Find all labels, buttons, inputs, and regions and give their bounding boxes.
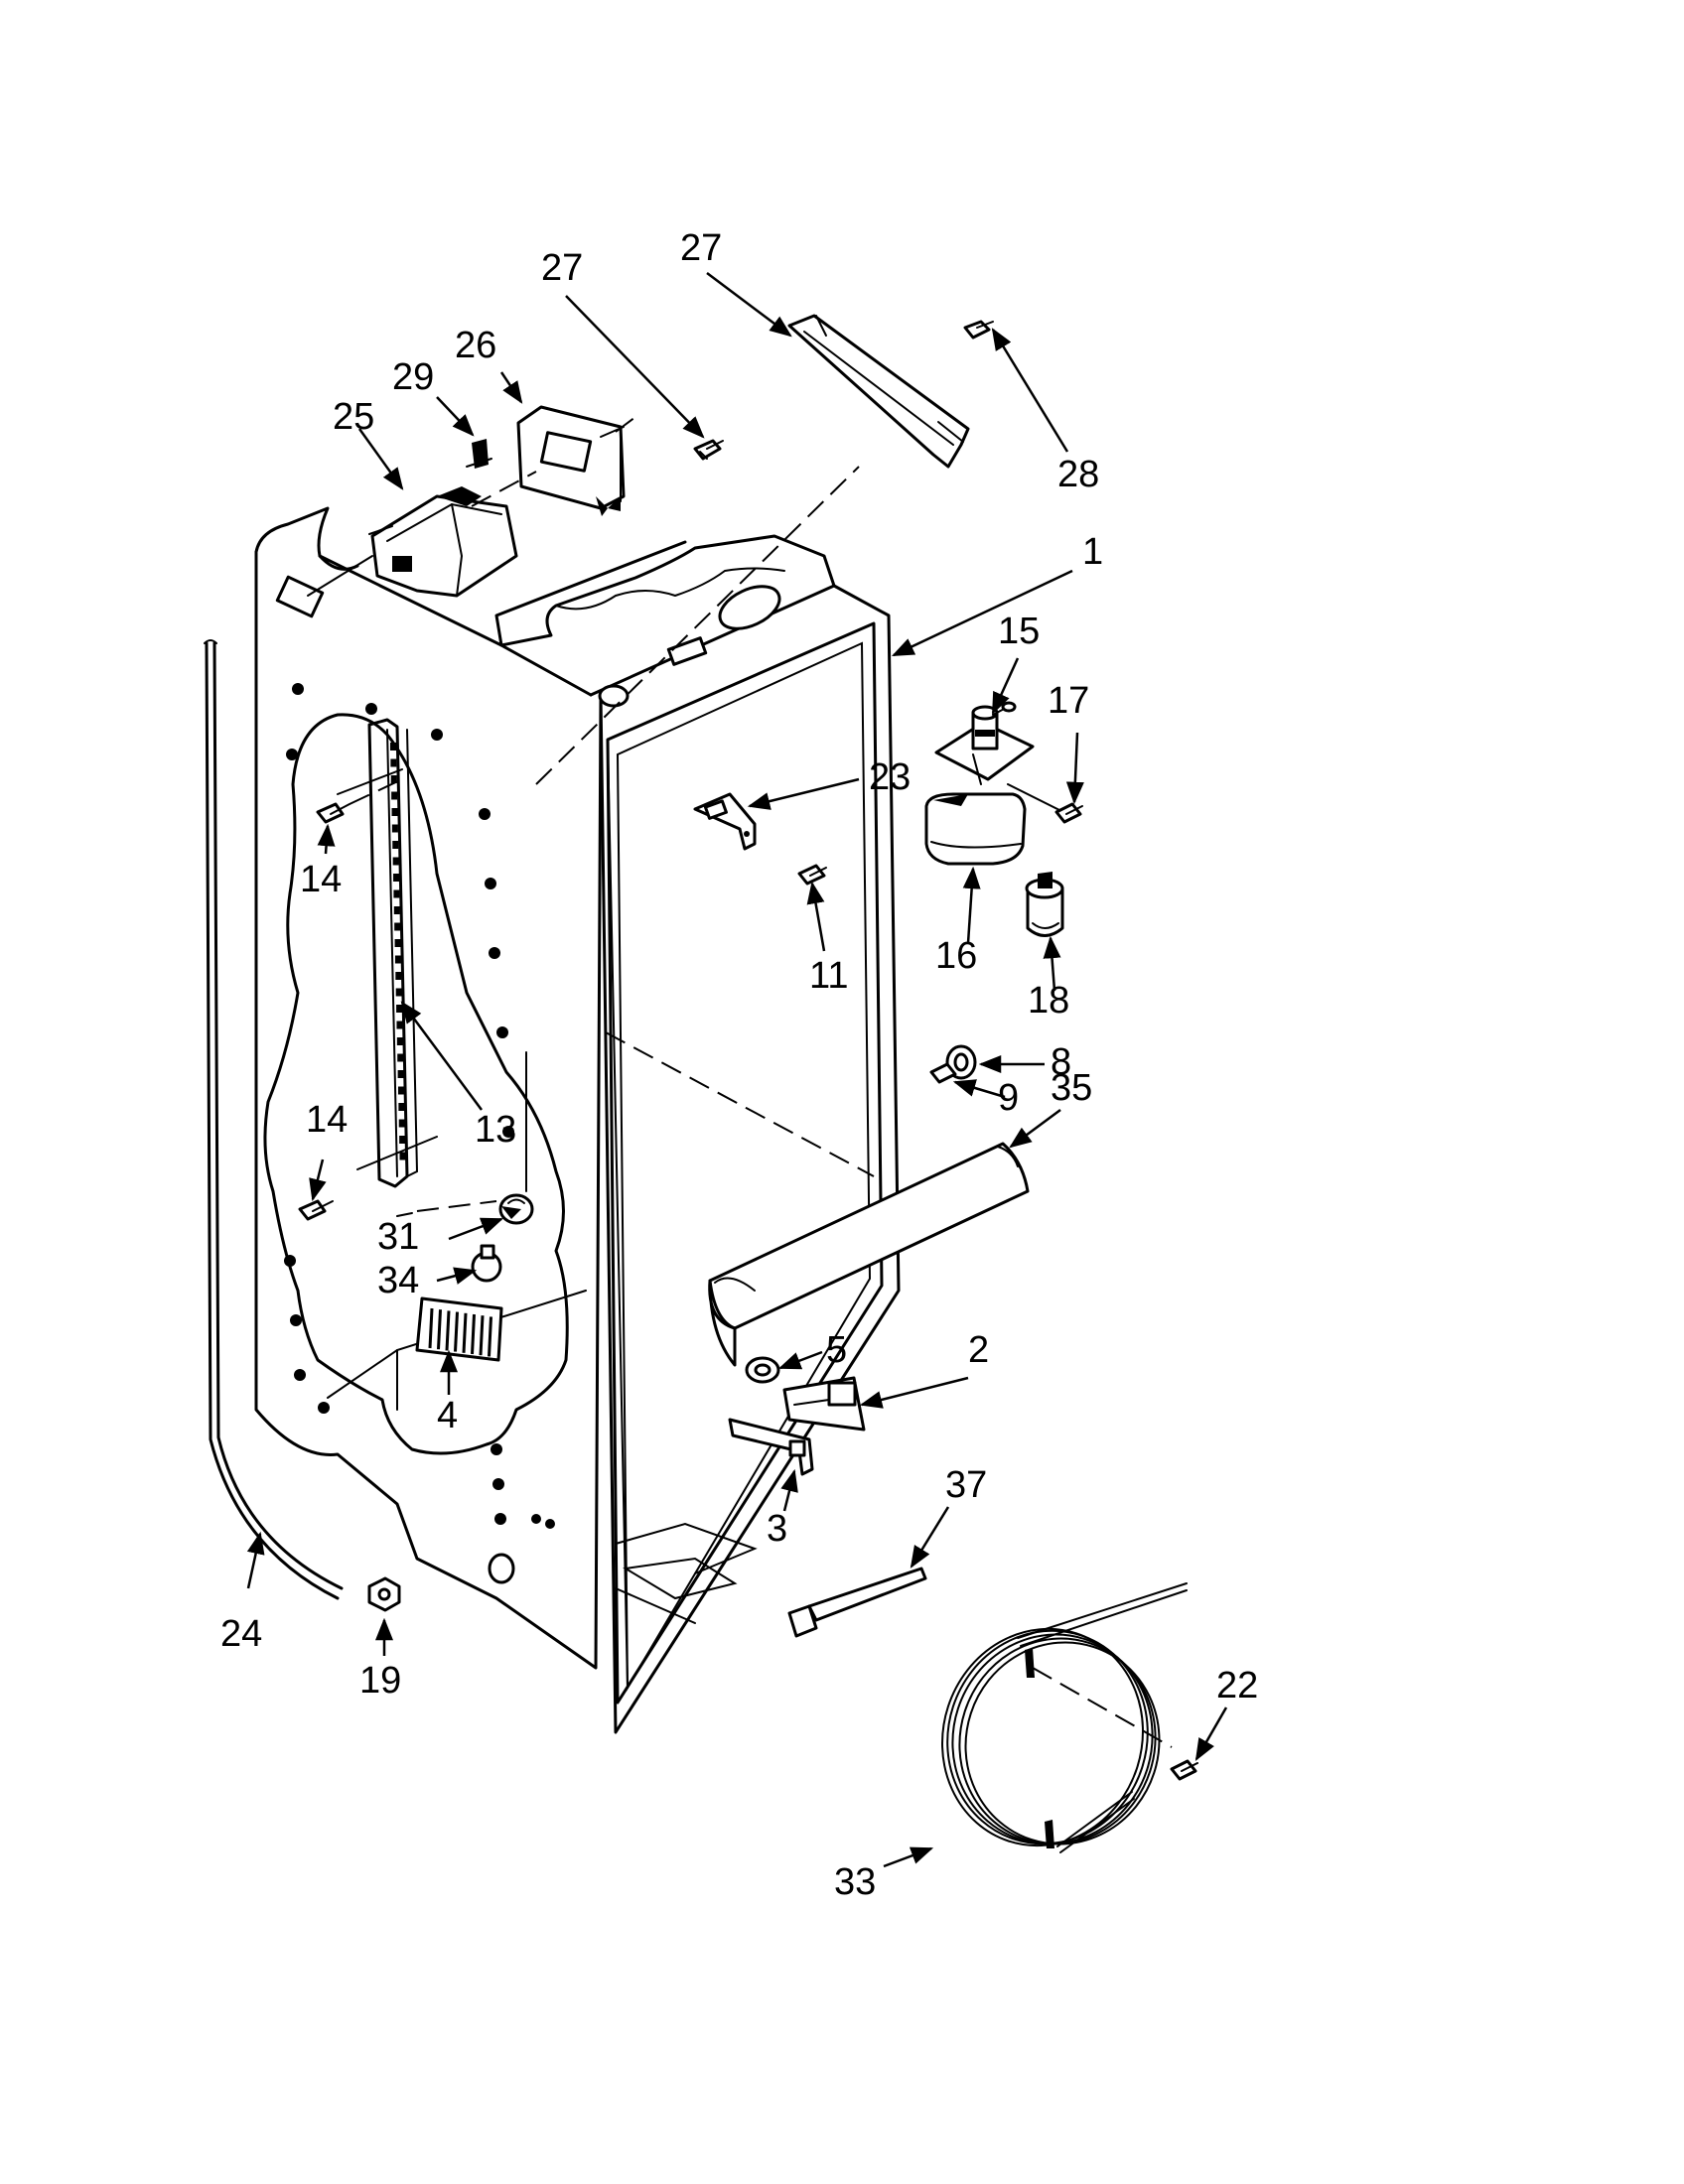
track-slot	[398, 1119, 405, 1128]
tubing-coil	[941, 1582, 1188, 1853]
grommet-8	[945, 1044, 977, 1080]
gasket-tube	[204, 639, 344, 1600]
track-slot	[395, 972, 402, 980]
callout-27: 27	[541, 247, 583, 289]
callout-31: 33	[834, 1861, 876, 1903]
callout-13: 13	[475, 1109, 516, 1151]
callout-33: 34	[377, 1260, 419, 1301]
track-slot	[393, 874, 400, 882]
shelf-track	[337, 718, 438, 1188]
callout-17: 17	[1048, 680, 1089, 722]
callout-29: 31	[377, 1216, 419, 1258]
light-bulb	[471, 1244, 502, 1283]
control-knob	[1025, 872, 1064, 937]
grille-bar	[454, 1311, 459, 1352]
callout-9: 9	[998, 1077, 1019, 1119]
grille-bar	[437, 1309, 442, 1350]
callout-14: 14	[306, 1099, 348, 1141]
thermostat-control	[934, 701, 1035, 785]
callout-23: 24	[220, 1613, 262, 1655]
grommet-5	[745, 1356, 780, 1384]
callout-14: 14	[300, 859, 342, 900]
grille-bar	[445, 1310, 451, 1351]
callout-19: 19	[359, 1660, 401, 1702]
callout-11: 11	[809, 955, 848, 997]
track-slot	[397, 1070, 404, 1078]
screw-14-lower	[298, 1199, 334, 1221]
callout-18: 18	[1028, 980, 1069, 1022]
screw-11	[797, 864, 827, 886]
track-slot	[399, 1136, 406, 1144]
track-slot	[395, 988, 402, 997]
track-slot	[391, 824, 398, 833]
track-slot	[399, 1152, 406, 1160]
callout-labels: 27 27 28 26 29 25 1 15 17 23 11 16 18 14…	[220, 227, 1258, 1903]
bracket-3	[728, 1418, 814, 1476]
track-slot	[391, 791, 398, 800]
callout-25: 26	[455, 325, 496, 366]
light-cover	[708, 1142, 1030, 1367]
track-slot	[392, 841, 399, 849]
callout-3: 3	[767, 1508, 787, 1550]
grille-bar	[488, 1316, 492, 1357]
top-rail	[787, 314, 970, 469]
track-slot	[396, 1005, 403, 1013]
callout-4: 4	[437, 1395, 458, 1436]
track-slot	[398, 1103, 405, 1111]
light-socket	[396, 1193, 534, 1225]
callout-28: 29	[392, 356, 434, 398]
screw-14-upper	[316, 778, 403, 824]
mounting-bracket	[471, 405, 636, 516]
cable-tie	[787, 1567, 927, 1638]
clip	[466, 439, 492, 469]
callout-5: 5	[826, 1329, 847, 1371]
control-housing	[307, 486, 518, 598]
callout-8: 8	[1051, 1041, 1071, 1083]
grille-bar	[479, 1315, 485, 1356]
track-slot	[396, 1021, 403, 1029]
track-slot	[390, 743, 396, 751]
track-slot	[391, 808, 398, 816]
track-slot	[397, 1053, 404, 1062]
bracket-2	[782, 1376, 866, 1432]
grille-bar	[462, 1312, 468, 1353]
track-slot	[394, 939, 401, 947]
screw-9	[929, 1062, 957, 1084]
track-slot	[397, 1086, 404, 1095]
callout-15: 15	[998, 611, 1040, 652]
side-holes	[284, 683, 555, 1584]
callout-22: 23	[869, 756, 911, 798]
thermostat-housing	[924, 783, 1068, 866]
callout-16: 16	[935, 935, 977, 977]
callout-24: 25	[333, 396, 374, 438]
callout-37: 22	[1216, 1665, 1258, 1706]
track-slot	[390, 758, 397, 767]
screw-17	[1054, 802, 1083, 824]
callout-1: 1	[1082, 531, 1103, 573]
leader-lines	[246, 272, 1228, 1868]
air-grille	[415, 1297, 503, 1362]
grille-bar	[471, 1313, 476, 1355]
track-slot	[394, 955, 401, 964]
track-slot	[393, 906, 400, 914]
track-slot	[392, 857, 399, 866]
screw-37	[1170, 1759, 1198, 1781]
hex-nut	[367, 1576, 401, 1612]
callout-2: 2	[968, 1329, 989, 1371]
callout-27: 28	[1057, 454, 1099, 495]
grille-bar	[428, 1307, 434, 1349]
callout-34: 35	[1051, 1067, 1092, 1109]
cabinet-liner	[254, 466, 901, 1734]
track-slot	[394, 922, 401, 931]
track-slot	[390, 775, 397, 783]
callout-35: 37	[945, 1464, 987, 1506]
track-slot	[396, 1037, 403, 1045]
callout-26: 27	[680, 227, 722, 269]
track-slot	[393, 889, 400, 898]
screw-27-right	[963, 320, 994, 340]
screw-27-left	[693, 439, 724, 461]
side-bracket	[693, 792, 757, 851]
